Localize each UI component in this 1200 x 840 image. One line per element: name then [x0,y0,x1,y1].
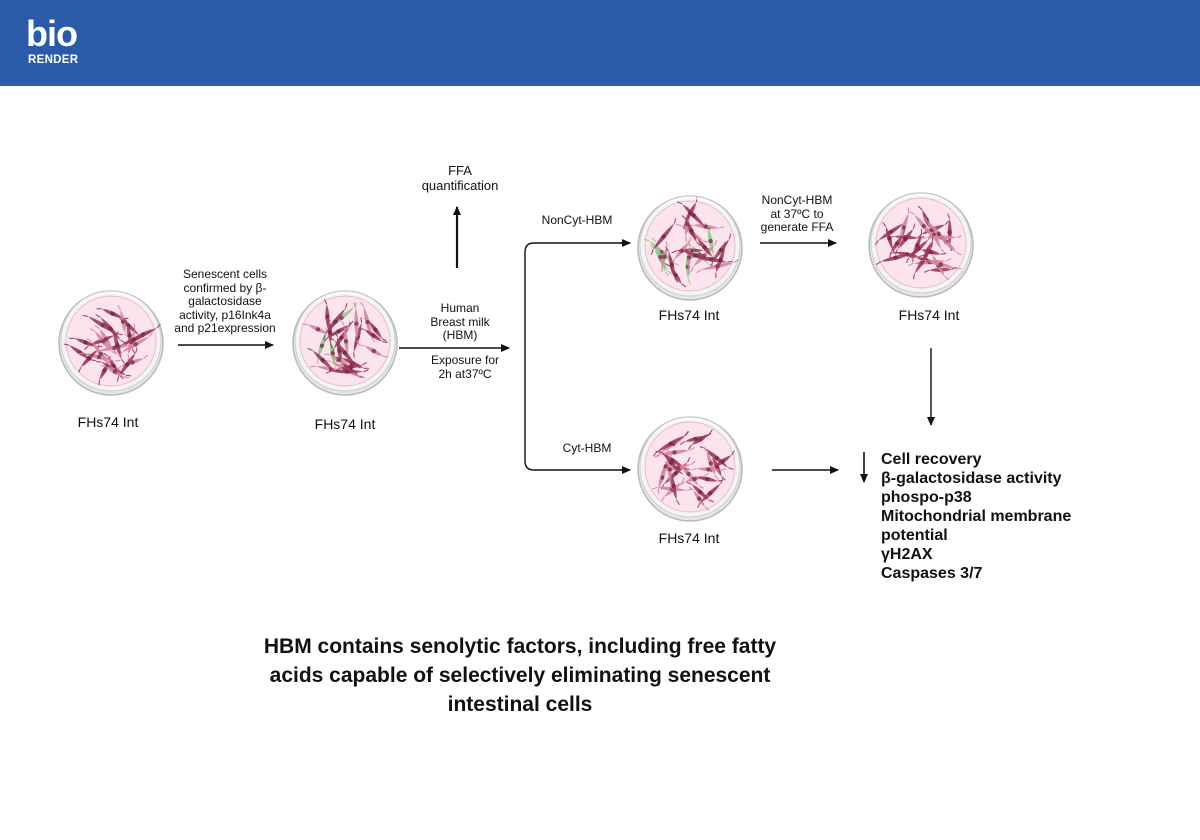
cell-shape [898,207,910,248]
cell-shape [688,486,710,511]
noncyt-ffa-label: NonCyt-HBM at 37ºC to generate FFA [752,193,842,235]
cell-shape [665,263,687,288]
petri-dish-2 [292,290,398,396]
senescent-line-2: confirmed by β- [183,280,267,295]
cell-shape [923,219,955,249]
cell-shape [96,308,129,320]
cell-shape [653,431,689,457]
outcome-item: potential [881,527,948,544]
cell-shape [691,234,718,260]
cell-shape [679,432,712,445]
ffa-line-1: FFA [448,163,472,178]
cell-shape [325,369,369,374]
cell-shape [359,327,388,344]
noncyt-ffa-line-2: at 37ºC to [770,206,824,221]
cell-shape [715,242,726,279]
cell-shape [116,329,152,350]
exposure-line-1: Exposure for [430,353,500,367]
cell-shape [654,447,695,458]
cell-shape [327,316,333,349]
cell-shape [912,229,922,263]
cell-shape [69,337,102,348]
cell-shape [702,446,719,480]
petri-dish-3 [637,195,743,301]
cell-shape [353,302,360,346]
cell-shape [947,213,953,252]
cell-shape [661,241,668,272]
cell-shape [116,347,138,382]
ffa-quantification-label: FFA quantification [400,163,520,193]
cell-shape [691,467,726,472]
cell-shape [889,229,906,258]
logo-bio-text: bio [26,13,78,54]
petri-dish-5 [637,416,743,522]
noncyt-ffa-line-1: NonCyt-HBM [761,193,833,207]
conclusion-text: HBM contains senolytic factors, includin… [230,632,810,719]
logo-render-text: RENDER [28,54,79,66]
hbm-line-1: Human [440,301,480,315]
cell-shape [335,361,368,372]
outcome-item: β-galactosidase activity [881,470,1062,487]
exposure-line-2: 2h at37ºC [438,366,492,381]
cell-shape [86,338,116,370]
cell-shape [100,365,130,379]
outcome-item: Mitochondrial membrane [881,508,1072,525]
cell-shape [359,344,389,358]
dish-label-4: FHs74 Int [898,307,960,323]
conclusion-line-1: HBM contains senolytic factors, includin… [263,635,777,658]
dish-label-1: FHs74 Int [77,414,139,430]
cell-shape [650,218,677,255]
cell-shape [360,301,376,343]
hbm-line-2: Breast milk [430,314,490,329]
dish-label-3: FHs74 Int [658,307,720,323]
cell-shape [920,259,962,270]
cell-shape [915,249,947,255]
cell-shape [341,321,351,362]
cell-shape [876,250,916,266]
cell-shape [922,216,946,254]
cell-shape [895,223,916,255]
outcome-item: phospo-p38 [881,489,972,506]
cell-shape [691,476,724,482]
noncyt-ffa-line-3: generate FFA [760,220,834,234]
exposure-label: Exposure for 2h at37ºC [410,353,520,381]
petri-dish-1 [58,290,164,396]
outcome-item: γH2AX [881,546,933,563]
cell-shape [324,299,331,335]
petri-dish-4 [868,192,974,298]
conclusion-line-3: intestinal cells [447,693,593,716]
cell-shape [659,451,684,475]
outcome-list: Cell recovery β-galactosidase activity p… [881,450,1071,583]
cell-shape [909,211,939,241]
senescent-line-1: Senescent cells [182,267,268,281]
cell-shape [710,450,735,473]
biorender-logo: bio RENDER [26,14,86,70]
cell-shape [676,201,711,230]
cell-shape [307,347,339,373]
cell-shape [89,328,117,355]
hbm-label: Human Breast milk (HBM) [410,301,510,343]
cell-shape [677,249,715,262]
senescent-line-4: activity, p16Ink4a [179,307,271,322]
dish-label-5: FHs74 Int [658,530,720,546]
header-bar: bio RENDER [0,0,1200,86]
cell-shape [118,331,154,357]
noncyt-hbm-label: NonCyt-HBM [541,213,613,227]
outcome-item: Caspases 3/7 [881,565,983,582]
senescent-line-3: galactosidase [188,294,262,308]
conclusion-line-2: acids capable of selectively eliminating… [269,664,771,687]
senescent-confirmation-label: Senescent cells confirmed by β- galactos… [160,267,290,336]
cyt-hbm-label: Cyt-HBM [562,441,612,455]
branch-connector [524,242,630,471]
ffa-line-2: quantification [421,178,499,193]
cell-shape [117,305,129,339]
cell-shape [95,314,126,344]
cell-shape [686,481,714,503]
dish-label-2: FHs74 Int [314,416,376,432]
outcome-item: Cell recovery [881,451,982,468]
hbm-line-3: (HBM) [442,328,478,342]
senescent-line-5: and p21expression [174,321,276,335]
